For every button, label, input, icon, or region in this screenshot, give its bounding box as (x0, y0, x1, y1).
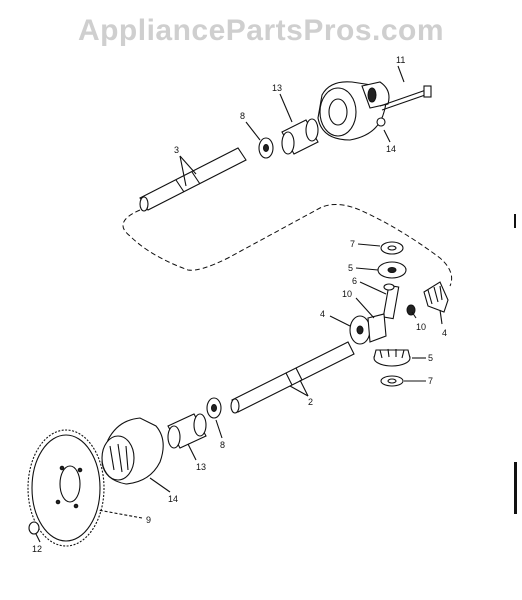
callout-10-right: 10 (416, 322, 426, 332)
bolt-part-11 (379, 85, 432, 111)
callout-5-bottom: 5 (428, 353, 433, 363)
callout-12: 12 (32, 544, 42, 554)
upper-hub-part-14 (317, 81, 390, 141)
set-screw-near-14 (376, 117, 386, 127)
callout-7-bottom: 7 (428, 376, 433, 386)
callout-11: 11 (396, 55, 405, 65)
callout-5-top: 5 (348, 263, 353, 273)
sprocket-part-9 (27, 429, 105, 547)
phantom-chain-line (122, 204, 453, 287)
callout-3: 3 (174, 145, 179, 155)
callout-7-top: 7 (350, 239, 355, 249)
bevel-gear-part-5-bottom (373, 348, 411, 367)
upper-shaft-part-3 (139, 147, 247, 212)
upper-bushing-part-13 (281, 118, 319, 155)
callout-6: 6 (352, 276, 357, 286)
callout-13-bottom: 13 (196, 462, 206, 472)
lower-bushing-part-13 (167, 413, 207, 449)
callout-13-top: 13 (272, 83, 282, 93)
edge-mark-top (514, 214, 516, 228)
lower-shaft-part-2 (230, 341, 355, 414)
pin-part-6 (382, 283, 400, 320)
watermark: AppliancePartsPros.com (77, 14, 445, 47)
callout-8-top: 8 (240, 111, 245, 121)
callout-8-bottom: 8 (220, 440, 225, 450)
callout-9: 9 (146, 515, 151, 525)
callout-10-left: 10 (342, 289, 352, 299)
bevel-gear-part-4-right (423, 281, 449, 313)
lower-hub-part-14 (101, 417, 164, 485)
lower-washer-part-8 (206, 397, 222, 419)
spacer-part-5-top (377, 261, 407, 279)
edge-mark-bottom (514, 462, 517, 514)
leader-lines (35, 65, 443, 543)
nut-part-12 (28, 521, 40, 535)
callout-4-right: 4 (442, 328, 447, 338)
washer-part-7-top (380, 241, 404, 255)
callout-14-top: 14 (386, 144, 396, 154)
upper-washer-part-8 (258, 137, 274, 159)
callout-14-bottom: 14 (168, 494, 178, 504)
callout-2: 2 (308, 397, 313, 407)
bevel-gear-part-4-left (349, 313, 387, 345)
washer-part-7-bottom (380, 375, 404, 387)
callout-4-left: 4 (320, 309, 325, 319)
washer-part-10-right (406, 304, 416, 316)
